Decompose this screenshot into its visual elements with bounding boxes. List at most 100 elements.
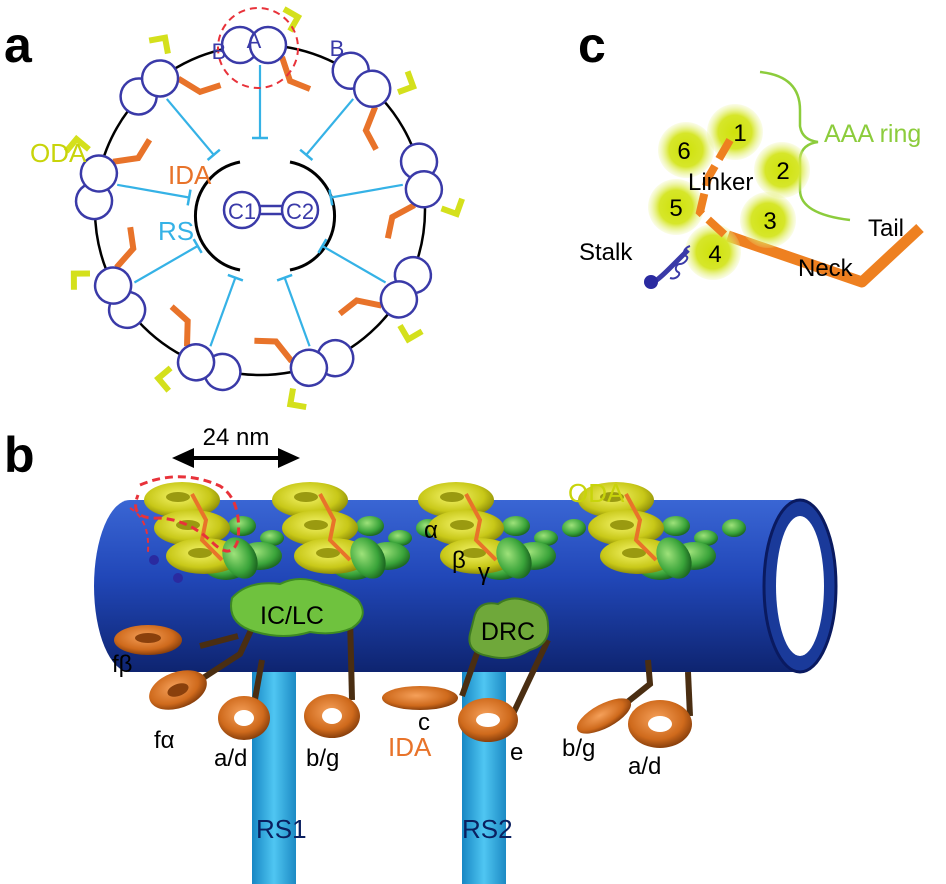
domain-5-label: 5	[669, 195, 682, 222]
c2-microtubule	[280, 190, 320, 230]
drc-complex	[468, 597, 550, 659]
ic-lc-label: IC/LC	[260, 602, 324, 630]
ida-bracket	[279, 56, 312, 92]
spoke-head	[276, 273, 293, 282]
central-pair-right-bracket	[289, 160, 336, 272]
period-arrowhead-right	[278, 448, 300, 468]
a-tubule	[248, 25, 288, 65]
oda-bracket	[440, 197, 465, 218]
doublet-8	[63, 134, 192, 221]
stalk-label: Stalk	[579, 239, 633, 266]
ida-bracket	[384, 202, 416, 239]
c-label: c	[418, 709, 430, 736]
radial-spoke	[117, 183, 190, 199]
ida-f-beta-hole	[135, 633, 161, 643]
alpha-label: α	[424, 517, 438, 544]
spoke-head	[317, 238, 328, 254]
spoke-head	[299, 148, 314, 161]
ida-f-alpha-hole	[167, 683, 189, 697]
oda-intermediate-chain	[656, 537, 692, 579]
highlight-stalk-dashed	[129, 507, 150, 553]
gamma-label: γ	[478, 559, 490, 586]
aaa-ring-label: AAA ring	[824, 120, 921, 148]
panel-a: a C1 C2 B A B ODA IDA RS	[4, 6, 465, 411]
oda-stalk-head-1	[149, 555, 159, 565]
domain-3-label: 3	[763, 208, 776, 235]
ida-bracket	[176, 76, 222, 96]
oda-linker	[464, 493, 498, 562]
oda-bracket	[148, 34, 171, 55]
ida-label-a: IDA	[168, 160, 212, 190]
oda-intermediate-chain	[350, 537, 386, 579]
oda-ring-hole	[462, 548, 486, 558]
oda-intermediate-chain	[496, 537, 532, 579]
oda-linker	[624, 493, 658, 562]
oda-label-a: ODA	[30, 138, 87, 168]
ic-lc-complex	[230, 578, 364, 637]
oda-ring-hole	[450, 520, 474, 530]
domain-2-label: 2	[776, 158, 789, 185]
aaa-domain-4	[685, 224, 741, 280]
radial-spoke	[209, 277, 237, 347]
domain-4-label: 4	[708, 241, 721, 268]
aaa-domain-1	[707, 104, 763, 160]
highlight-circle	[217, 7, 299, 89]
oda-ring-hole	[622, 548, 646, 558]
oda-base-subunit	[534, 530, 558, 546]
panel-c: c AAA ring 1 2 3 4 5 6 Linker Stalk Neck…	[578, 17, 924, 289]
neck-tail	[726, 223, 924, 288]
ida-bracket	[112, 138, 153, 165]
domain-6-label: 6	[677, 138, 690, 165]
tail-label: Tail	[868, 215, 904, 242]
ida-bracket	[362, 105, 379, 151]
oda-base-subunit	[694, 530, 718, 546]
c1-label: C1	[228, 199, 256, 224]
oda-base-subunit	[562, 519, 586, 537]
c2-label: C2	[286, 199, 314, 224]
highlight-dashed	[134, 475, 241, 553]
oda-bracket	[397, 70, 418, 95]
linker-label: Linker	[688, 169, 753, 196]
a-tubule	[140, 59, 180, 98]
oda-intermediate-chain	[222, 537, 258, 579]
oda-base-subunit	[388, 530, 412, 546]
oda-complexes	[144, 482, 692, 579]
oda-base-subunit	[662, 516, 690, 536]
e-label: e	[510, 739, 523, 766]
central-pair-left-bracket	[194, 160, 241, 272]
rs1-label: RS1	[256, 814, 307, 844]
oda-complex-4	[578, 482, 692, 579]
beta-label: β	[452, 547, 466, 574]
rs-label-a: RS	[158, 216, 194, 246]
microtubule-lumen	[776, 516, 824, 656]
a-tubule	[289, 348, 329, 388]
oda-base-subunit	[722, 519, 746, 537]
ida-complexes	[114, 625, 692, 748]
a-tubule	[93, 266, 133, 305]
oda-ring-hole	[610, 520, 634, 530]
a-tubule	[79, 154, 119, 193]
domain-1-label: 1	[733, 120, 746, 147]
oda-ring-hole	[316, 548, 340, 558]
oda-complex-2	[272, 482, 386, 579]
oda-bracket	[154, 365, 173, 393]
oda-bracket	[70, 270, 90, 290]
ida-c	[382, 686, 458, 710]
b-g-label-2: b/g	[562, 735, 595, 762]
doublet-7	[70, 226, 203, 330]
a-tubule	[379, 280, 419, 319]
aaa-domain-5	[648, 179, 704, 235]
ida-e-hole	[476, 713, 500, 727]
period-label: 24 nm	[203, 424, 270, 451]
a-tubule	[176, 343, 216, 382]
doublet-6	[154, 273, 244, 393]
a-tubule	[352, 69, 392, 108]
stalk-helix	[669, 245, 691, 280]
ida-a-d-1-hole	[234, 710, 254, 726]
doublet-5	[254, 273, 355, 411]
ida-b-g-2	[576, 698, 632, 734]
oda-ring-hole	[600, 492, 624, 502]
aaa-domain-6	[658, 122, 714, 178]
aaa-domain-2	[754, 142, 810, 198]
neck-label: Neck	[798, 255, 854, 282]
